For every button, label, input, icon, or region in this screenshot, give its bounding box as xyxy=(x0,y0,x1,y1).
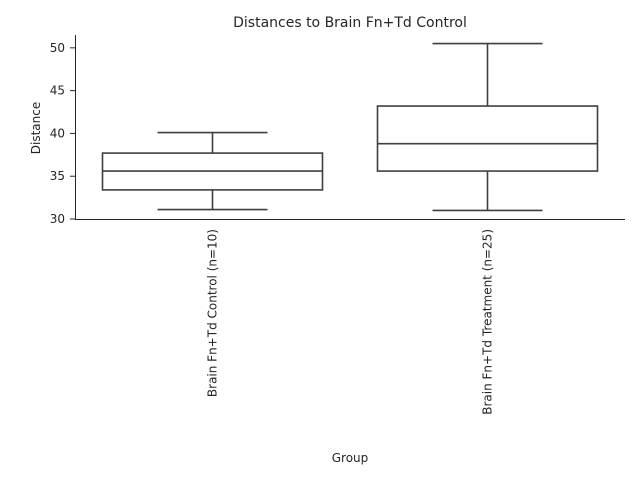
x-tick-label: Brain Fn+Td Control (n=10) xyxy=(206,229,220,397)
chart-title: Distances to Brain Fn+Td Control xyxy=(233,15,467,31)
y-tick-label: 30 xyxy=(50,212,65,226)
iqr-box xyxy=(376,105,599,172)
box-group xyxy=(101,131,324,211)
y-tick-label: 35 xyxy=(50,169,65,183)
y-ticks: 30 35 40 45 50 xyxy=(50,41,75,226)
x-axis-label: Group xyxy=(332,451,369,465)
x-tick-label: Brain Fn+Td Treatment (n=25) xyxy=(481,229,495,415)
y-tick-label: 40 xyxy=(50,126,65,140)
boxes xyxy=(101,42,599,212)
y-tick-label: 45 xyxy=(50,84,65,98)
y-axis-label: Distance xyxy=(29,102,43,154)
x-ticks: Brain Fn+Td Control (n=10) Brain Fn+Td Tr… xyxy=(206,229,495,415)
box-group xyxy=(376,42,599,212)
y-tick-label: 50 xyxy=(50,41,65,55)
